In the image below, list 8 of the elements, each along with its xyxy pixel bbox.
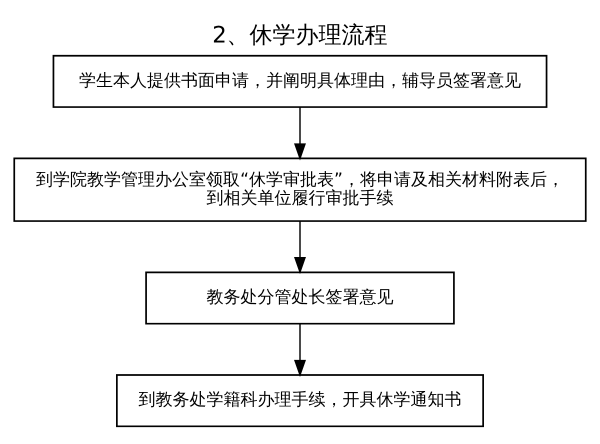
arrow <box>294 220 306 274</box>
node-box: 教务处分管处长签署意见 <box>145 271 455 324</box>
node-box: 到学院教学管理办公室领取“休学审批表”，将申请及相关材料附表后，到相关单位履行审批手续 <box>13 157 587 222</box>
diagram-title: 2、休学办理流程 <box>212 22 388 48</box>
arrow <box>294 106 306 160</box>
node-box: 学生本人提供书面申请，并阐明具体理由，辅导员签署意见 <box>52 54 548 108</box>
node-box: 到教务处学籍科办理手续，开具休学通知书 <box>116 374 484 427</box>
arrow <box>294 324 306 376</box>
